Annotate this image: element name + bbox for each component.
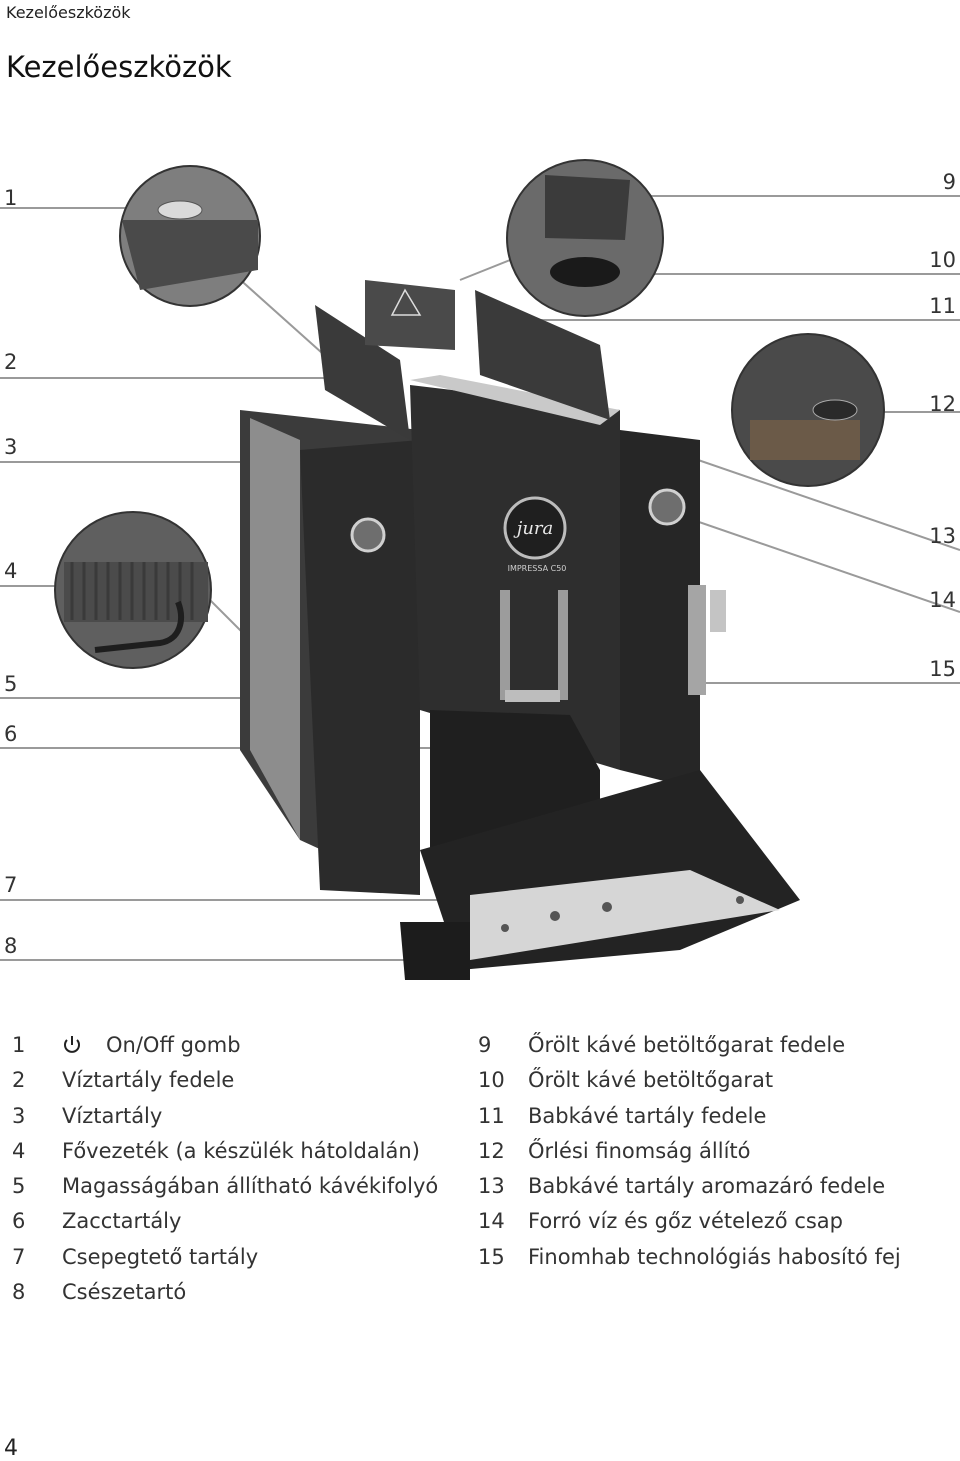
callout-7: 7 [4,873,18,897]
legend-item: 4 Fővezeték (a készülék hátoldalán) [12,1134,438,1169]
callout-3: 3 [4,435,18,459]
legend-item: 2 Víztartály fedele [12,1063,438,1098]
legend-text: Zacctartály [62,1209,182,1234]
legend-text: Magasságában állítható kávékifolyó [62,1174,439,1199]
legend-num: 9 [478,1033,492,1057]
legend-item: 12 Őrlési finomság állító [478,1134,901,1169]
legend-item: 11 Babkávé tartály fedele [478,1099,901,1134]
legend-text: Babkávé tartály aromazáró fedele [528,1174,886,1199]
legend-num: 8 [12,1280,26,1305]
coffee-machine-figure: jura IMPRESSA C50 [0,150,960,1000]
legend-item: 7 Csepegtető tartály [12,1240,438,1275]
callout-1: 1 [4,186,18,210]
legend-text: Csepegtető tartály [62,1244,259,1269]
callout-9: 9 [942,170,956,194]
legend-num: 11 [478,1103,505,1128]
legend-num: 2 [12,1068,26,1093]
legend-num: 4 [12,1138,26,1163]
jura-logo-badge [503,496,567,560]
legend-item: 13 Babkávé tartály aromazáró fedele [478,1169,901,1204]
inset-power-cord [54,511,212,669]
coffee-spout-right [558,590,568,700]
legend-left: 1 On/Off gomb 2 Víztartály fedele 3 Vízt… [12,1028,438,1310]
legend-item: 9 Őrölt kávé betöltőgarat fedele [478,1028,901,1063]
legend-item: 5 Magasságában állítható kávékifolyó [12,1169,438,1204]
legend-item: 14 Forró víz és gőz vételező csap [478,1204,901,1239]
inset-bean-container [731,333,885,487]
legend-text: Őrölt kávé betöltőgarat fedele [528,1033,846,1057]
legend-text: Víztartály fedele [62,1068,235,1093]
coffee-spout-left [500,590,510,700]
legend-text: Csészetartó [62,1280,187,1305]
callout-11: 11 [929,294,956,318]
legend-text: Fővezeték (a készülék hátoldalán) [62,1138,420,1163]
cup-grid [470,870,780,960]
legend-text: Forró víz és gőz vételező csap [528,1209,843,1234]
legend-right: 9 Őrölt kávé betöltőgarat fedele 10 Őröl… [478,1028,901,1275]
grind-adjust-knob [648,488,686,526]
legend-text: Őrlési finomság állító [528,1138,751,1163]
legend-text: Finomhab technológiás habosító fej [528,1244,901,1269]
bean-container-lid [475,290,610,420]
page-title: Kezelőeszközök [6,50,232,84]
steam-nozzle [688,585,706,695]
legend-item: 8 Csészetartó [12,1275,438,1310]
callout-2: 2 [4,350,18,374]
callout-5: 5 [4,672,18,696]
legend-num: 6 [12,1209,26,1234]
legend-item: 1 On/Off gomb [12,1028,438,1063]
legend-num: 3 [12,1103,26,1128]
callout-6: 6 [4,722,18,746]
machine-illustration: jura IMPRESSA C50 [0,159,960,980]
legend-num: 10 [478,1068,505,1093]
legend-item: 10 Őrölt kávé betöltőgarat [478,1063,901,1098]
callout-15: 15 [929,657,956,681]
legend-num: 13 [478,1174,505,1199]
callout-13: 13 [929,524,956,548]
legend-text: Őrölt kávé betöltőgarat [528,1068,774,1093]
legend-num: 1 [12,1033,26,1057]
running-head: Kezelőeszközök [6,3,131,22]
legend-item: 6 Zacctartály [12,1204,438,1239]
brand-logo: jura [513,518,554,539]
callout-14: 14 [929,588,956,612]
legend-text: Babkávé tartály fedele [528,1103,767,1128]
callout-12: 12 [929,392,956,416]
power-icon [62,1028,106,1063]
legend-text: Víztartály [62,1103,163,1128]
page-number: 4 [4,1436,18,1461]
water-tank-lid [315,305,410,440]
model-label: IMPRESSA C50 [508,564,567,573]
legend-num: 15 [478,1244,505,1269]
machine-left-front [300,440,420,895]
callout-4: 4 [4,559,18,583]
leader-lines-right [459,195,960,684]
legend-text: On/Off gomb [106,1033,241,1057]
legend-item: 15 Finomhab technológiás habosító fej [478,1240,901,1275]
legend-num: 12 [478,1138,505,1163]
inset-power-button [119,165,261,307]
legend-item: 3 Víztartály [12,1099,438,1134]
callout-10: 10 [929,248,956,272]
callout-8: 8 [4,934,18,958]
knob-left [350,517,386,553]
legend-num: 14 [478,1209,505,1234]
inset-ground-coffee-funnel [506,159,664,317]
legend-num: 5 [12,1174,26,1199]
legend-num: 7 [12,1244,26,1269]
drip-tray-front [400,922,470,980]
